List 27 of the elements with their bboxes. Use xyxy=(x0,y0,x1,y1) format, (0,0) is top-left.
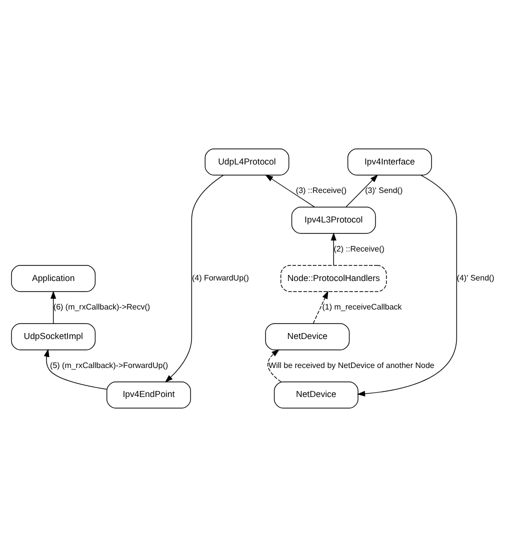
arrow xyxy=(44,348,107,390)
edge-label: (4) ForwardUp() xyxy=(192,274,249,283)
edge-label: (6) (m_rxCallback)->Recv() xyxy=(53,302,150,312)
edge-label: (4)' Send() xyxy=(456,274,494,283)
edge-label: (2) ::Receive() xyxy=(334,244,384,254)
node-box: NetDevice xyxy=(274,382,358,408)
arrow xyxy=(346,174,378,208)
node-box: Ipv4Interface xyxy=(347,148,432,176)
node-box: Node::ProtocolHandlers xyxy=(280,265,387,292)
arrow xyxy=(330,232,336,266)
edge-label: (3) ::Receive() xyxy=(296,186,347,196)
edge-label: (1) m_receiveCallback xyxy=(322,302,402,312)
node-box: UdpL4Protocol xyxy=(204,148,290,176)
arrow xyxy=(164,174,224,383)
arrow xyxy=(312,290,328,324)
node-box: Application xyxy=(11,265,96,292)
arrow xyxy=(50,290,56,324)
node-box: Ipv4EndPoint xyxy=(106,382,191,408)
edge-label: (5) (m_rxCallback)->ForwardUp() xyxy=(50,360,168,370)
arrow xyxy=(357,174,458,397)
edge-label: Will be received by NetDevice of another Node xyxy=(268,360,434,370)
node-box: NetDevice xyxy=(265,323,350,350)
arrow xyxy=(267,349,282,382)
node-box: UdpSocketImpl xyxy=(11,323,96,350)
arrow xyxy=(265,174,315,208)
edge-label: (3)' Send() xyxy=(365,186,403,196)
node-box: Ipv4L3Protocol xyxy=(291,206,376,234)
